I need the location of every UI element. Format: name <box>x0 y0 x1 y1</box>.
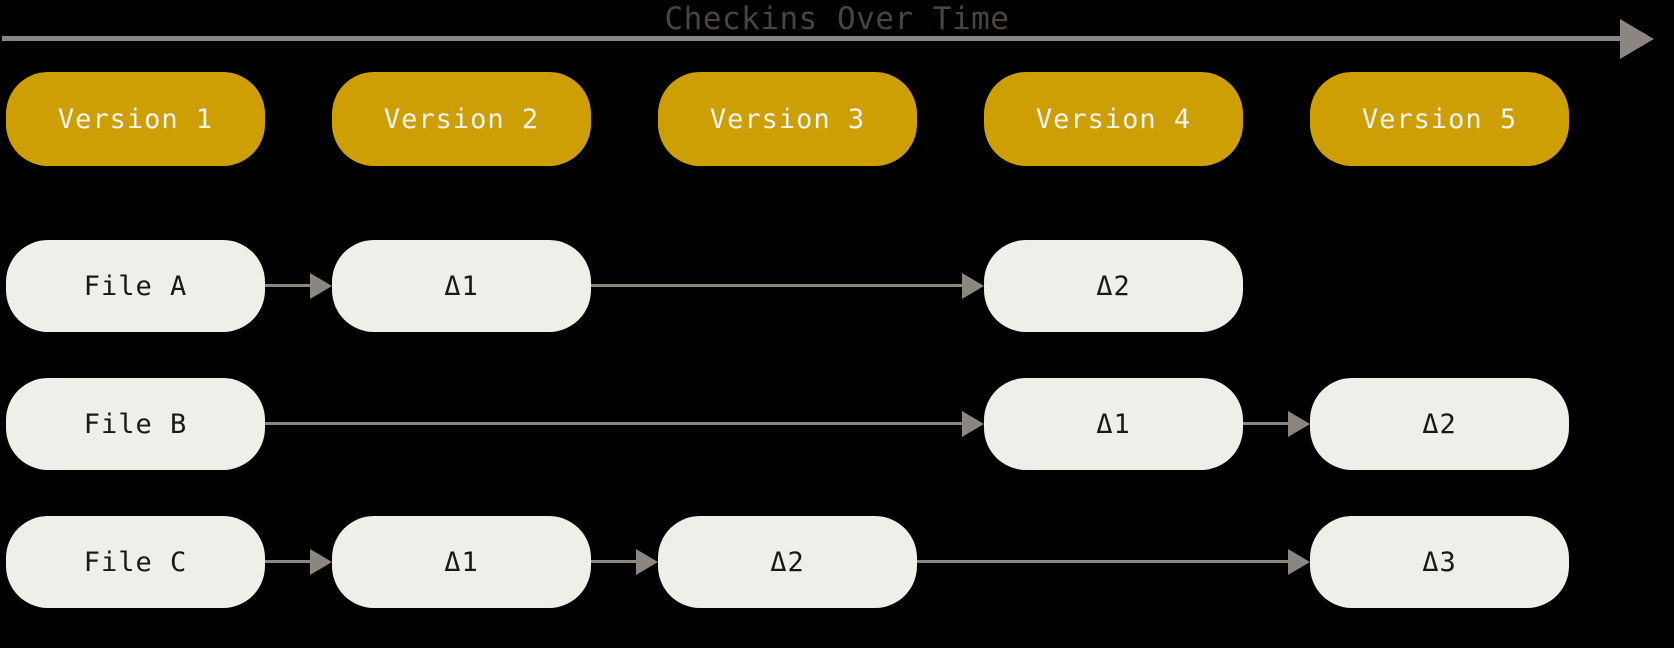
file-c-edge-2-arrowhead-icon <box>636 549 658 575</box>
version-node-1[interactable]: Version 1 <box>6 72 265 166</box>
file-c-node-version-1[interactable]: File C <box>6 516 265 608</box>
file-a-node-version-4-label: Δ2 <box>1096 270 1131 302</box>
file-b-edge-2-arrowhead-icon <box>1288 411 1310 437</box>
file-b-edge-2-line <box>1243 422 1288 425</box>
file-c-node-version-5-label: Δ3 <box>1422 546 1457 578</box>
file-c-node-version-2[interactable]: Δ1 <box>332 516 591 608</box>
version-node-4-label: Version 4 <box>1035 103 1192 135</box>
timeline-axis-line <box>2 36 1642 41</box>
file-c-edge-2-line <box>591 560 636 563</box>
version-node-3[interactable]: Version 3 <box>658 72 917 166</box>
version-node-2[interactable]: Version 2 <box>332 72 591 166</box>
file-a-edge-2-line <box>591 284 962 287</box>
file-a-edge-1-arrowhead-icon <box>310 273 332 299</box>
file-a-node-version-1-label: File A <box>83 270 188 302</box>
file-b-node-version-5-label: Δ2 <box>1422 408 1457 440</box>
file-b-edge-1-arrowhead-icon <box>962 411 984 437</box>
file-b-edge-1-line <box>265 422 962 425</box>
file-c-edge-3-arrowhead-icon <box>1288 549 1310 575</box>
file-c-edge-3-line <box>917 560 1288 563</box>
file-c-edge-1-line <box>265 560 310 563</box>
file-b-node-version-4[interactable]: Δ1 <box>984 378 1243 470</box>
file-c-edge-1-arrowhead-icon <box>310 549 332 575</box>
file-a-edge-1-line <box>265 284 310 287</box>
version-node-5[interactable]: Version 5 <box>1310 72 1569 166</box>
file-b-node-version-1-label: File B <box>83 408 188 440</box>
file-a-edge-2-arrowhead-icon <box>962 273 984 299</box>
timeline-arrowhead-icon <box>1620 19 1654 59</box>
file-c-node-version-3-label: Δ2 <box>770 546 805 578</box>
file-b-node-version-1[interactable]: File B <box>6 378 265 470</box>
file-c-node-version-3[interactable]: Δ2 <box>658 516 917 608</box>
version-node-2-label: Version 2 <box>383 103 540 135</box>
file-a-node-version-2-label: Δ1 <box>444 270 479 302</box>
file-a-node-version-1[interactable]: File A <box>6 240 265 332</box>
version-node-5-label: Version 5 <box>1361 103 1518 135</box>
file-c-node-version-2-label: Δ1 <box>444 546 479 578</box>
file-a-node-version-4[interactable]: Δ2 <box>984 240 1243 332</box>
file-c-node-version-1-label: File C <box>83 546 188 578</box>
version-node-1-label: Version 1 <box>57 103 214 135</box>
file-a-node-version-2[interactable]: Δ1 <box>332 240 591 332</box>
version-node-3-label: Version 3 <box>709 103 866 135</box>
version-node-4[interactable]: Version 4 <box>984 72 1243 166</box>
page-title: Checkins Over Time <box>664 1 1010 37</box>
file-b-node-version-5[interactable]: Δ2 <box>1310 378 1569 470</box>
file-c-node-version-5[interactable]: Δ3 <box>1310 516 1569 608</box>
file-b-node-version-4-label: Δ1 <box>1096 408 1131 440</box>
